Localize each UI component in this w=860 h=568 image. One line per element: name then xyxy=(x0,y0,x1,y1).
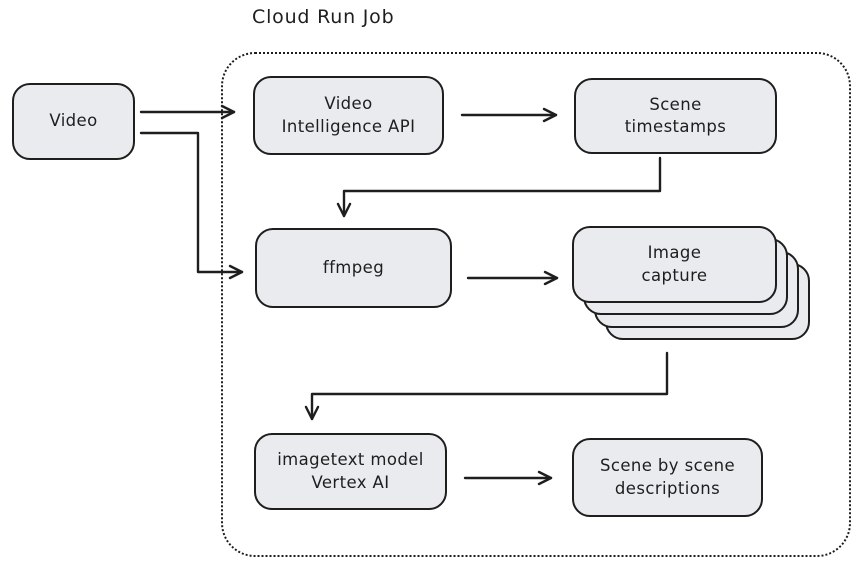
node-scene-timestamps: Scene timestamps xyxy=(574,78,777,154)
node-video: Video xyxy=(12,83,135,160)
node-video-intelligence-api: Video Intelligence API xyxy=(253,76,444,155)
node-scene-by-scene-descriptions: Scene by scene descriptions xyxy=(572,438,763,517)
node-imagetext-model-vertex-ai: imagetext model Vertex AI xyxy=(254,433,447,510)
node-ffmpeg: ffmpeg xyxy=(255,228,452,308)
node-image-capture: Image capture xyxy=(572,226,777,303)
cloud-run-job-boundary xyxy=(221,52,851,557)
node-image-capture-stack: Image capture xyxy=(572,226,812,351)
diagram-title: Cloud Run Job xyxy=(252,6,395,28)
